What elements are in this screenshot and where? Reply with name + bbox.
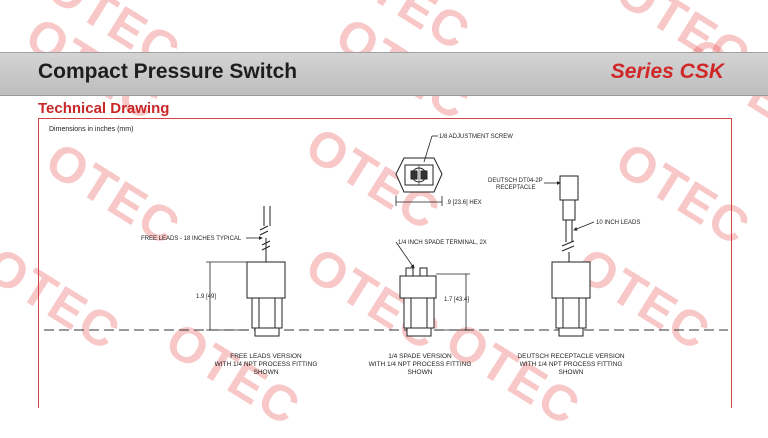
svg-text:FREE LEADS VERSION: FREE LEADS VERSION [230,353,302,360]
spade-terminal-leader [395,241,415,269]
technical-drawing: 1.9 [49] FREE LEADS - 18 INCHES TYPICAL … [44,134,728,376]
deutsch-view [551,175,591,337]
svg-text:SHOWN: SHOWN [254,369,279,376]
free-leads-height-dimension [206,261,247,331]
series-label: Series CSK [610,60,724,83]
adjustment-screw-leader [423,135,433,163]
svg-text:WITH 1/4 NPT PROCESS FITTING: WITH 1/4 NPT PROCESS FITTING [520,361,623,368]
free-leads-height-label: 1.9 [49] [196,294,216,300]
drawing-frame [38,118,732,408]
section-heading: Technical Drawing [38,100,170,117]
hex-top-view [395,157,443,193]
ten-inch-leads-callout: 10 INCH LEADS [596,220,640,226]
svg-text:WITH 1/4 NPT PROCESS FITTING: WITH 1/4 NPT PROCESS FITTING [215,361,318,368]
view-caption-deutsch: DEUTSCH RECEPTACLE VERSION WITH 1/4 NPT … [517,353,624,376]
view-caption-spade: 1/4 SPADE VERSION WITH 1/4 NPT PROCESS F… [369,353,472,376]
page-title: Compact Pressure Switch [38,60,298,83]
spade-terminal-callout: 1/4 INCH SPADE TERMINAL, 2X [398,240,487,246]
hex-callout: .9 [23.6] HEX [446,200,482,206]
hex-dimension [395,196,443,206]
header-band [0,52,768,96]
svg-text:SHOWN: SHOWN [408,369,433,376]
units-note: Dimensions in inches (mm) [49,126,134,133]
view-caption-free-leads: FREE LEADS VERSION WITH 1/4 NPT PROCESS … [215,353,318,376]
svg-text:DEUTSCH RECEPTACLE VERSION: DEUTSCH RECEPTACLE VERSION [517,353,624,360]
svg-text:1/4 SPADE VERSION: 1/4 SPADE VERSION [388,353,452,360]
svg-text:SHOWN: SHOWN [559,369,584,376]
ten-inch-leads-leader [573,221,595,231]
deutsch-callout-line1: DEUTSCH DT04-2P [488,178,543,184]
spade-view [399,267,437,337]
svg-text:WITH 1/4 NPT PROCESS FITTING: WITH 1/4 NPT PROCESS FITTING [369,361,472,368]
spade-height-label: 1.7 [43.4] [444,297,469,303]
free-leads-callout: FREE LEADS - 18 INCHES TYPICAL [141,236,242,242]
deutsch-callout-line2: RECEPTACLE [496,185,536,191]
spade-height-dimension [436,273,470,331]
free-leads-view [246,206,286,337]
adjustment-screw-callout: 1/8 ADJUSTMENT SCREW [439,134,513,140]
